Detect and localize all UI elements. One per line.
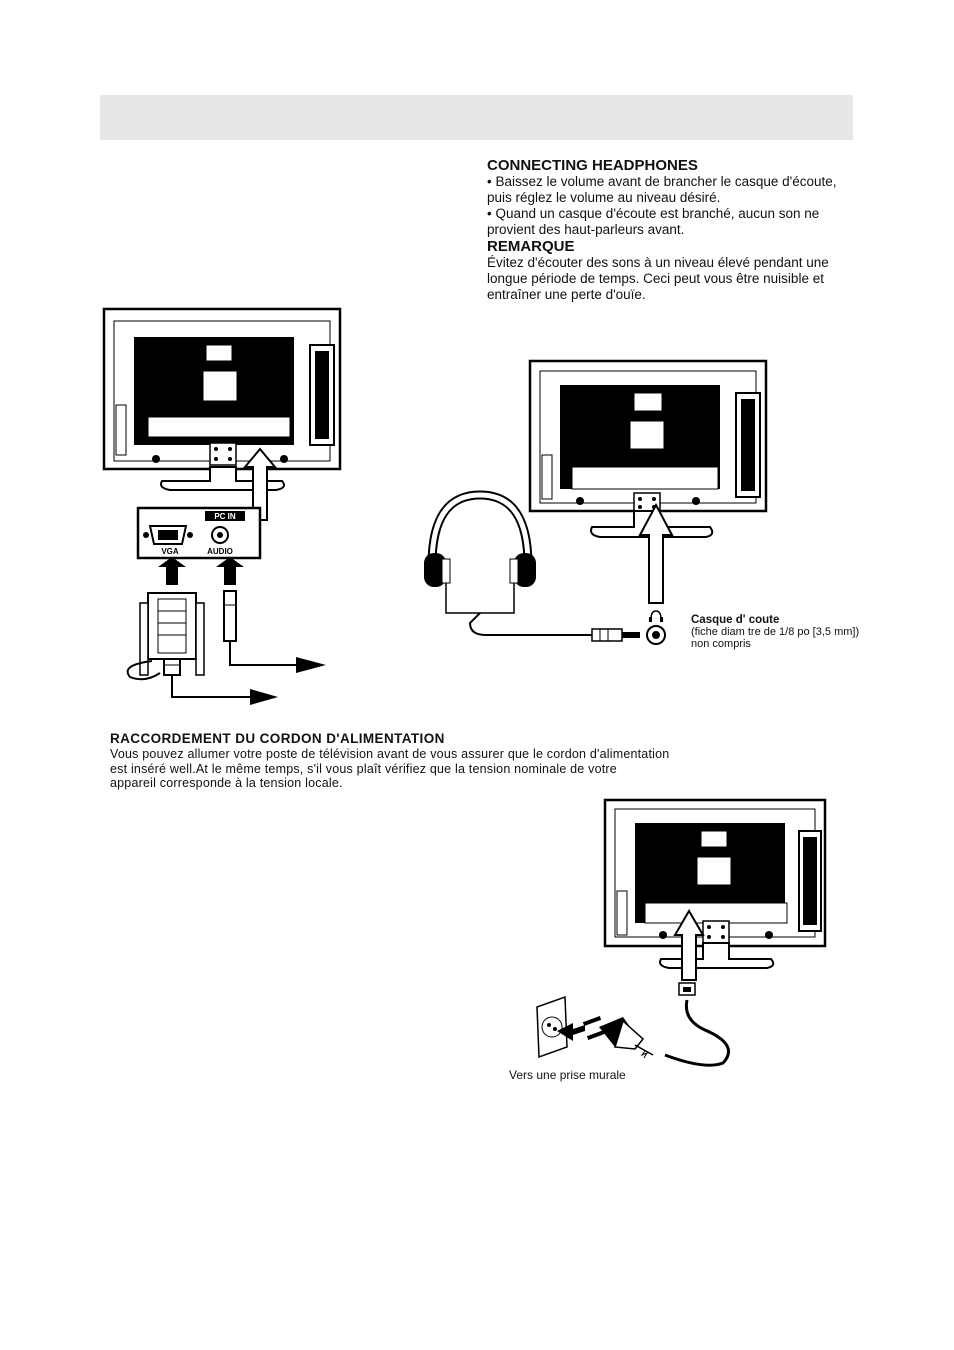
pc-in-label: PC IN <box>214 512 236 521</box>
headphone-caption-line1: (fiche diam tre de 1/8 po [3,5 mm]) <box>691 626 860 638</box>
headphone-caption-line2: non compris <box>691 638 751 650</box>
power-line3: appareil corresponde à la tension locale… <box>110 776 343 790</box>
power-title: RACCORDEMENT DU CORDON D'ALIMENTATION <box>110 731 445 746</box>
headphone-caption-title: Casque d' coute <box>691 614 780 626</box>
headphones-title: CONNECTING HEADPHONES <box>487 157 698 174</box>
power-line2: est inséré well.At le même temps, s'il v… <box>110 761 617 776</box>
note-line3: entraîner une perte d'ouïe. <box>487 287 646 302</box>
headphones-line3: • Quand un casque d'écoute est branché, … <box>487 206 820 221</box>
note-title: REMARQUE <box>487 238 575 255</box>
headphone-caption: Casque d' coute (fiche diam tre de 1/8 p… <box>691 614 859 650</box>
power-connection-diagram <box>536 798 827 1067</box>
note-line1: Évitez d'écouter des sons à un niveau él… <box>487 255 829 270</box>
headphones-line4: provient des haut-parleurs avant. <box>487 222 685 237</box>
outlet-caption: Vers une prise murale <box>509 1068 626 1082</box>
pc-connection-diagram: PC IN VGA AUDIO <box>102 307 342 705</box>
power-section: RACCORDEMENT DU CORDON D'ALIMENTATION Vo… <box>110 730 750 791</box>
header-band <box>100 95 853 140</box>
headphones-section: CONNECTING HEADPHONES • Baissez le volum… <box>487 157 887 303</box>
note-line2: longue période de temps. Ceci peut vous … <box>487 271 824 286</box>
headphones-line1: • Baissez le volume avant de brancher le… <box>487 174 837 189</box>
power-line1: Vous pouvez allumer votre poste de télév… <box>110 747 670 761</box>
vga-label: VGA <box>161 547 179 556</box>
headphones-line2: puis réglez le volume au niveau désiré. <box>487 190 721 205</box>
audio-label: AUDIO <box>207 547 233 556</box>
headphone-connection-diagram <box>424 359 768 645</box>
